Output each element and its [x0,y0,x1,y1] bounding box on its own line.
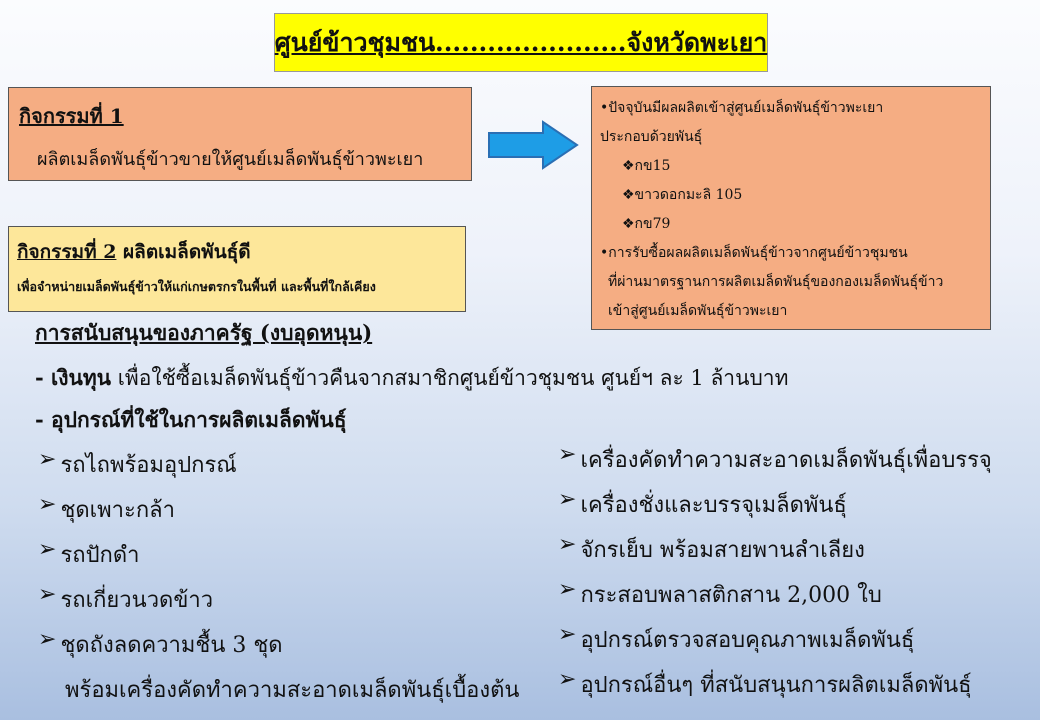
arrow-bullet-icon: ➢ [38,582,57,607]
arrow-bullet-icon: ➢ [558,487,577,512]
activity-2-box: กิจกรรมที่ 2 ผลิตเมล็ดพันธุ์ดี เพื่อจำหน… [8,226,466,312]
fund-text: เพื่อใช้ซื้อเมล็ดพันธุ์ข้าวคืนจากสมาชิกศ… [111,366,789,390]
arrow-bullet-icon: ➢ [38,447,57,472]
list-item: ➢อุปกรณ์ตรวจสอบคุณภาพเมล็ดพันธุ์ [558,622,992,667]
fund-line: - เงินทุน เพื่อใช้ซื้อเมล็ดพันธุ์ข้าวคืน… [35,362,788,395]
list-item-text: รถปักดำ [60,543,140,568]
list-item: ➢อุปกรณ์อื่นๆ ที่สนับสนุนการผลิตเมล็ดพัน… [558,667,992,712]
list-item-text: ชุดถังลดความชื้น 3 ชุด [60,633,283,658]
info-line: ประกอบด้วยพันธุ์ [600,129,703,145]
arrow-bullet-icon: ➢ [558,622,577,647]
list-item-continuation: พร้อมเครื่องคัดทำความสะอาดเมล็ดพันธุ์เบื… [65,678,520,703]
page-title: ศูนย์ข้าวชุมชน......................จังห… [274,13,768,72]
activity-2-heading-number: กิจกรรมที่ 2 [17,241,117,263]
arrow-bullet-icon: ➢ [38,627,57,652]
list-item-text: อุปกรณ์ตรวจสอบคุณภาพเมล็ดพันธุ์ [580,628,915,653]
info-line: ที่ผ่านมาตรฐานการผลิตเมล็ดพันธุ์ของกองเม… [608,274,944,290]
list-item-text: รถไถพร้อมอุปกรณ์ [60,453,237,478]
info-box: •ปัจจุบันมีผลผลิตเข้าสู่ศูนย์เมล็ดพันธุ์… [591,86,991,330]
arrow-bullet-icon: ➢ [38,537,57,562]
variety-item: ❖กข79 [622,216,671,232]
equipment-heading: - อุปกรณ์ที่ใช้ในการผลิตเมล็ดพันธุ์ [35,407,347,432]
fund-label: - เงินทุน [35,365,112,390]
arrow-bullet-icon: ➢ [38,492,57,517]
list-item: ➢รถเกี่ยวนวดข้าว [38,582,519,627]
activity-2-detail: เพื่อจำหน่ายเมล็ดพันธุ์ข้าวให้แก่เกษตรกร… [17,279,376,294]
list-item: ➢จักรเย็บ พร้อมสายพานลำเลียง [558,532,992,577]
list-item-text: รถเกี่ยวนวดข้าว [60,588,214,613]
equipment-list-left: ➢รถไถพร้อมอุปกรณ์ ➢ชุดเพาะกล้า ➢รถปักดำ … [38,447,519,707]
right-arrow-icon [488,120,579,170]
list-item: ➢กระสอบพลาสติกสาน 2,000 ใบ [558,577,992,622]
info-line: •การรับซื้อผลผลิตเมล็ดพันธุ์ข้าวจากศูนย์… [600,245,908,261]
list-item-text: กระสอบพลาสติกสาน 2,000 ใบ [580,583,882,608]
list-item-text: ชุดเพาะกล้า [60,498,176,523]
info-line: •ปัจจุบันมีผลผลิตเข้าสู่ศูนย์เมล็ดพันธุ์… [600,100,884,116]
list-item-text: เครื่องชั่งและบรรจุเมล็ดพันธุ์ [580,493,847,518]
info-line: เข้าสู่ศูนย์เมล็ดพันธุ์ข้าวพะเยา [608,303,788,319]
support-heading: การสนับสนุนของภาครัฐ (งบอุดหนุน) [35,320,373,345]
activity-2-heading: กิจกรรมที่ 2 ผลิตเมล็ดพันธุ์ดี [17,237,457,267]
list-item: ➢เครื่องชั่งและบรรจุเมล็ดพันธุ์ [558,487,992,532]
arrow-bullet-icon: ➢ [558,442,577,467]
equipment-list-right: ➢เครื่องคัดทำความสะอาดเมล็ดพันธุ์เพื่อบร… [558,442,992,712]
arrow-bullet-icon: ➢ [558,667,577,692]
arrow-bullet-icon: ➢ [558,577,577,602]
list-item-text: จักรเย็บ พร้อมสายพานลำเลียง [580,538,865,563]
list-item-text: เครื่องคัดทำความสะอาดเมล็ดพันธุ์เพื่อบรร… [580,448,992,473]
variety-item: ❖ขาวดอกมะลิ 105 [622,187,743,203]
activity-1-detail: ผลิตเมล็ดพันธุ์ข้าวขายให้ศูนย์เมล็ดพันธุ… [37,149,424,170]
list-item-text: อุปกรณ์อื่นๆ ที่สนับสนุนการผลิตเมล็ดพันธ… [580,673,972,698]
list-item: ➢รถไถพร้อมอุปกรณ์ [38,447,519,492]
list-item: ➢รถปักดำ [38,537,519,582]
variety-item: ❖กข15 [622,158,671,174]
activity-1-box: กิจกรรมที่ 1 ผลิตเมล็ดพันธุ์ข้าวขายให้ศู… [8,87,472,181]
arrow-bullet-icon: ➢ [558,532,577,557]
activity-2-heading-text: ผลิตเมล็ดพันธุ์ดี [116,241,251,263]
list-item: ➢เครื่องคัดทำความสะอาดเมล็ดพันธุ์เพื่อบร… [558,442,992,487]
activity-1-heading: กิจกรรมที่ 1 [19,104,124,128]
list-item: ➢ชุดถังลดความชื้น 3 ชุด [38,627,519,672]
list-item: ➢ชุดเพาะกล้า [38,492,519,537]
